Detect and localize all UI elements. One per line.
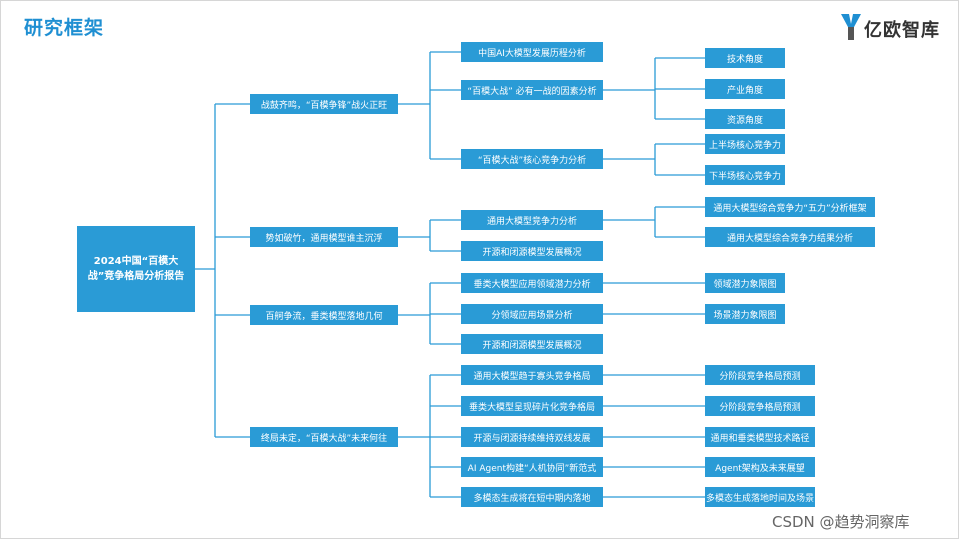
item-node: 开源和闭源模型发展概况 bbox=[461, 334, 603, 354]
leaf-node: 领域潜力象限图 bbox=[705, 273, 785, 293]
item-node: 中国AI大模型发展历程分析 bbox=[461, 42, 603, 62]
item-node: 多模态生成将在短中期内落地 bbox=[461, 487, 603, 507]
root-node: 2024中国“百模大战”竞争格局分析报告 bbox=[77, 226, 195, 312]
section-node: 终局未定，“百模大战”未来何往 bbox=[250, 427, 398, 447]
leaf-node: Agent架构及未来展望 bbox=[705, 457, 815, 477]
logo-text: 亿欧智库 bbox=[864, 20, 940, 41]
item-node: “百模大战”核心竞争力分析 bbox=[461, 149, 603, 169]
leaf-node: 技术角度 bbox=[705, 48, 785, 68]
section-node: 势如破竹，通用模型谁主沉浮 bbox=[250, 227, 398, 247]
leaf-node: 通用大模型综合竞争力“五力”分析框架 bbox=[705, 197, 875, 217]
leaf-node: 场景潜力象限图 bbox=[705, 304, 785, 324]
item-node: AI Agent构建“人机协同”新范式 bbox=[461, 457, 603, 477]
watermark: CSDN @趋势洞察库 bbox=[772, 511, 910, 532]
item-node: 通用大模型趋于寡头竞争格局 bbox=[461, 365, 603, 385]
leaf-node: 产业角度 bbox=[705, 79, 785, 99]
leaf-node: 通用大模型综合竞争力结果分析 bbox=[705, 227, 875, 247]
yiou-logo-icon bbox=[841, 14, 861, 40]
leaf-node: 下半场核心竞争力 bbox=[705, 165, 785, 185]
item-node: 垂类大模型应用领域潜力分析 bbox=[461, 273, 603, 293]
leaf-node: 分阶段竞争格局预测 bbox=[705, 365, 815, 385]
leaf-node: 多模态生成落地时间及场景 bbox=[705, 487, 815, 507]
leaf-node: 通用和垂类模型技术路径 bbox=[705, 427, 815, 447]
watermark-text: CSDN @趋势洞察库 bbox=[772, 513, 910, 531]
page-title: 研究框架 bbox=[24, 17, 105, 39]
item-node: 通用大模型竞争力分析 bbox=[461, 210, 603, 230]
leaf-node: 分阶段竞争格局预测 bbox=[705, 396, 815, 416]
item-node: 垂类大模型呈现碎片化竞争格局 bbox=[461, 396, 603, 416]
item-node: 开源与闭源持续维持双线发展 bbox=[461, 427, 603, 447]
section-node: 战鼓齐鸣，“百模争锋”战火正旺 bbox=[250, 94, 398, 114]
item-node: 开源和闭源模型发展概况 bbox=[461, 241, 603, 261]
section-node: 百舸争流，垂类模型落地几何 bbox=[250, 305, 398, 325]
item-node: 分领域应用场景分析 bbox=[461, 304, 603, 324]
item-node: “百模大战” 必有一战的因素分析 bbox=[461, 80, 603, 100]
leaf-node: 上半场核心竞争力 bbox=[705, 134, 785, 154]
leaf-node: 资源角度 bbox=[705, 109, 785, 129]
